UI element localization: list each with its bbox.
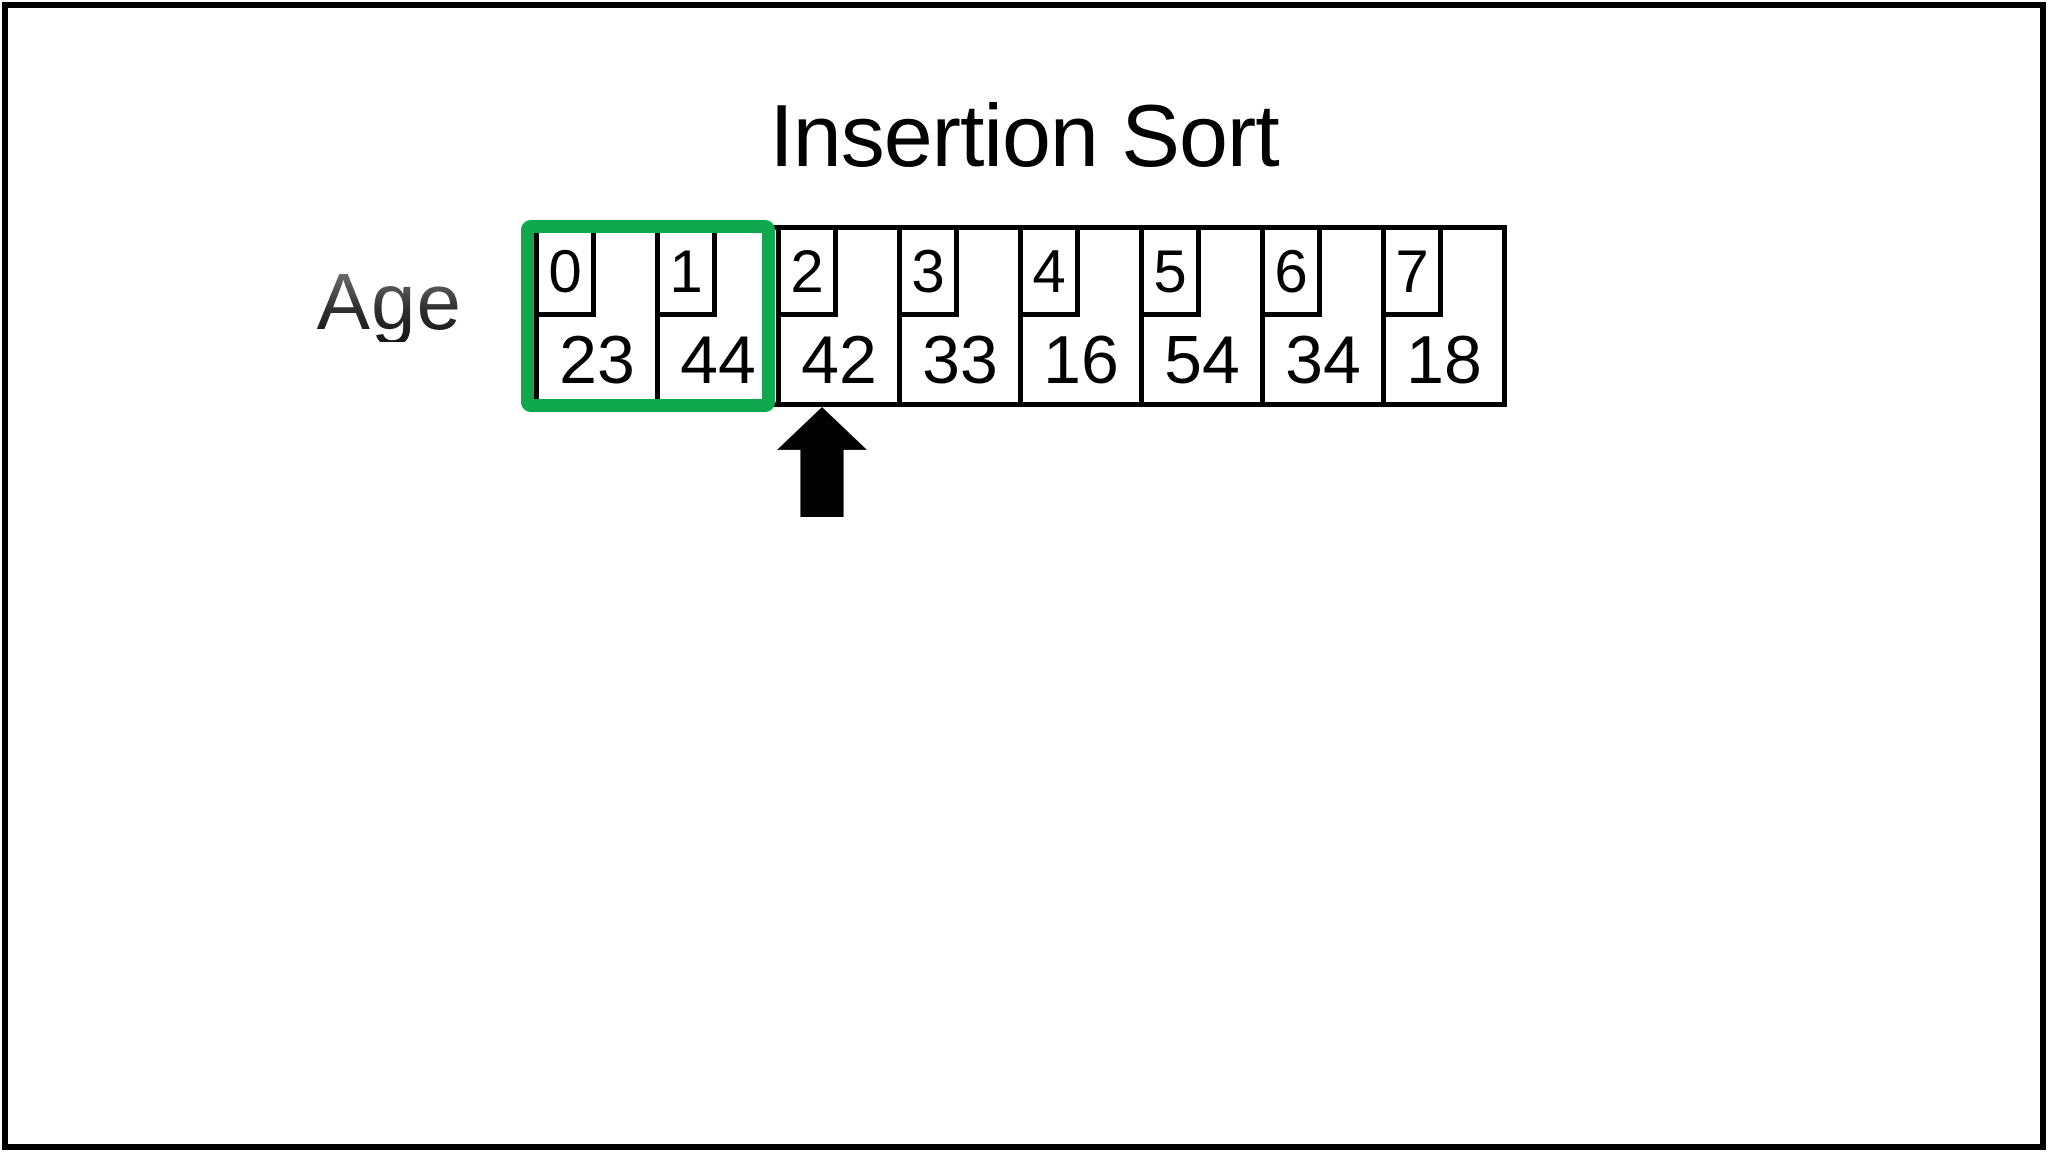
cell-value: 44 [680, 321, 756, 398]
cell-value: 23 [559, 321, 635, 398]
cell-index-label: 5 [1144, 230, 1201, 317]
cell-value: 34 [1285, 321, 1361, 398]
cell-index-label: 2 [781, 230, 838, 317]
cell-value: 18 [1406, 321, 1482, 398]
cell-value: 54 [1164, 321, 1240, 398]
cell-value: 33 [922, 321, 998, 398]
cell-value: 16 [1043, 321, 1119, 398]
row-label-age: Age [170, 262, 462, 342]
cell-index-label: 4 [1023, 230, 1080, 317]
cell-index-label: 0 [539, 230, 596, 317]
up-arrow-icon [777, 407, 867, 517]
cell-index-label: 6 [1265, 230, 1322, 317]
cell-value: 42 [801, 321, 877, 398]
cell-index-label: 7 [1386, 230, 1443, 317]
cell-index-label: 1 [660, 230, 717, 317]
slide-title: Insertion Sort [769, 86, 1279, 185]
cell-index-label: 3 [902, 230, 959, 317]
